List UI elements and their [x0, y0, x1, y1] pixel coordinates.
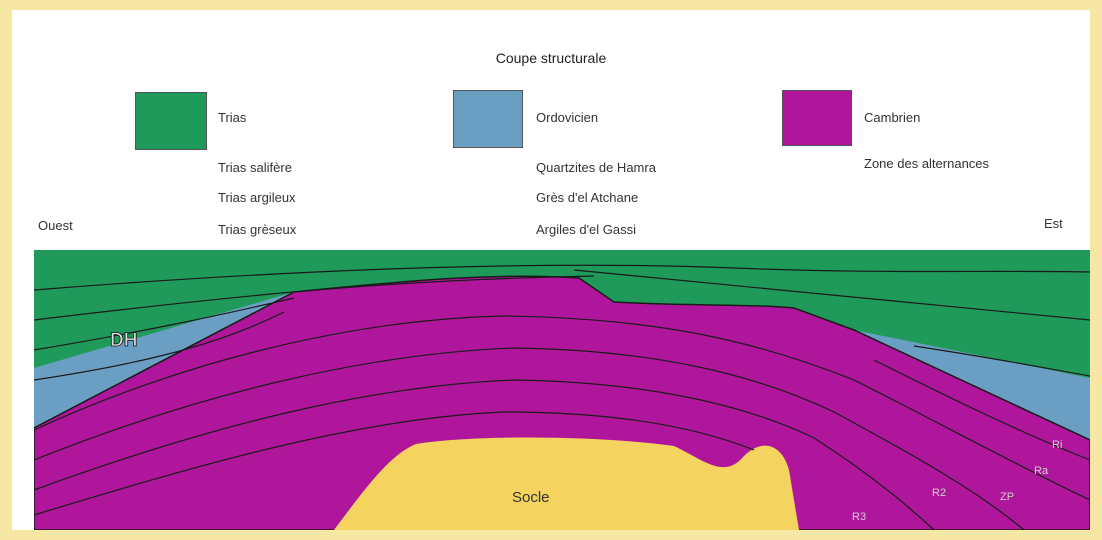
label-dh: DH: [110, 330, 137, 351]
legend-label-ordovicien: Ordovicien: [536, 110, 598, 125]
legend-swatch-ordovicien: [453, 90, 523, 148]
label-r2: R2: [932, 487, 946, 499]
orientation-west-label: Ouest: [38, 218, 73, 233]
legend-label-trias: Trias: [218, 110, 246, 125]
label-ri: Ri: [1052, 439, 1062, 451]
diagram-title: Coupe structurale: [12, 50, 1090, 66]
legend-subunit-argiles-d-el-gassi: Argiles d'el Gassi: [536, 222, 636, 237]
legend-subunit-quartzites-de-hamra: Quartzites de Hamra: [536, 160, 656, 175]
legend-subunit-trias-salifere: Trias salifère: [218, 160, 292, 175]
cross-section-svg: DH Socle Ri Ra ZP R2 R3: [34, 250, 1090, 530]
legend-swatch-trias: [135, 92, 207, 150]
cross-section: DH Socle Ri Ra ZP R2 R3: [34, 250, 1090, 530]
label-zp: ZP: [1000, 491, 1014, 503]
legend-swatch-cambrien: [782, 90, 852, 146]
legend-label-cambrien: Cambrien: [864, 110, 920, 125]
legend-subunit-zone-des-alternances: Zone des alternances: [864, 156, 989, 171]
legend-subunit-trias-argileux: Trias argileux: [218, 190, 296, 205]
label-ra: Ra: [1034, 465, 1049, 477]
legend-subunit-trias-greseux: Trias grèseux: [218, 222, 296, 237]
label-r3: R3: [852, 511, 866, 523]
orientation-east-label: Est: [1044, 216, 1063, 231]
label-socle: Socle: [512, 489, 550, 506]
figure-sheet: Coupe structurale Trias Trias salifère T…: [12, 10, 1090, 530]
legend-subunit-gres-d-el-atchane: Grès d'el Atchane: [536, 190, 638, 205]
